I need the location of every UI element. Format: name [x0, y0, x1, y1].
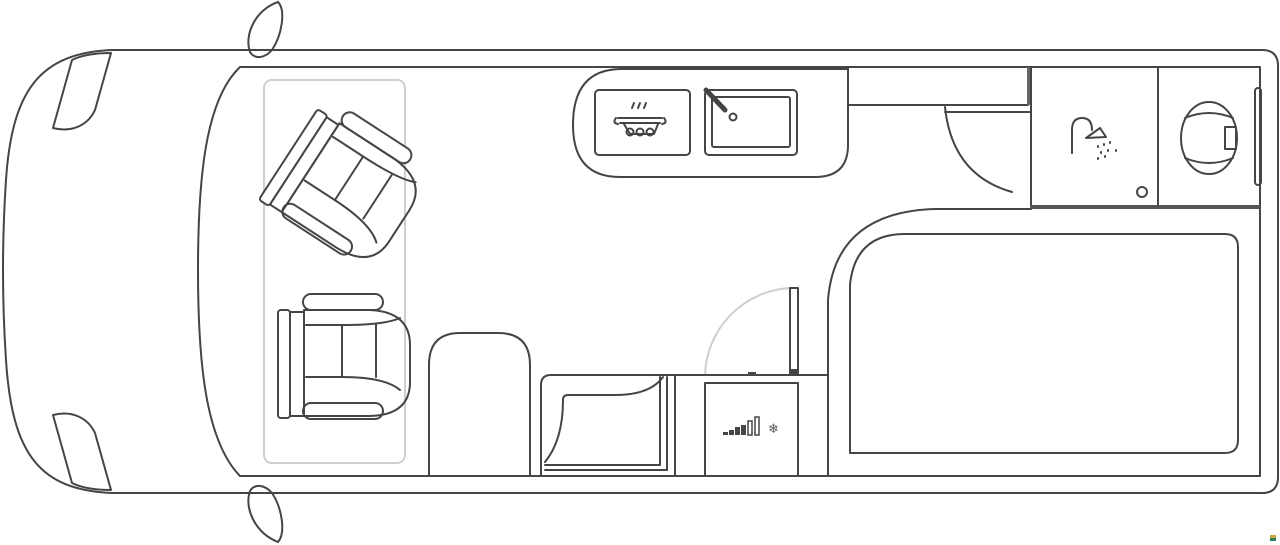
corner-marker: [1270, 535, 1276, 538]
sink-icon[interactable]: [703, 87, 798, 156]
shower-icon[interactable]: [1071, 117, 1117, 160]
toilet-icon[interactable]: [1180, 101, 1238, 175]
storage-cabinet[interactable]: [428, 332, 531, 477]
mirror-top-icon: [247, 0, 284, 58]
headlight-top-icon: [52, 52, 112, 131]
fridge-level-icon: [723, 416, 760, 436]
van-body-outer: [2, 49, 1279, 494]
shower-drain-icon: [1136, 186, 1148, 198]
snowflake-icon: ❄: [768, 422, 779, 437]
fridge-door[interactable]: [789, 287, 799, 376]
stove-icon[interactable]: [594, 89, 691, 156]
door-swing-arc-icon: [944, 106, 1013, 193]
seat-driver-icon[interactable]: [277, 293, 411, 420]
van-body-inner: [197, 66, 1261, 477]
headlight-bottom-icon: [52, 412, 112, 491]
fridge-door-arc-icon: [704, 287, 791, 376]
bench-seat[interactable]: [540, 374, 676, 477]
bed-frame: [827, 208, 1032, 477]
fridge[interactable]: [704, 382, 799, 477]
rear-window: [1254, 87, 1262, 186]
wardrobe[interactable]: [847, 66, 1029, 106]
kitchen-counter[interactable]: [572, 66, 849, 178]
cab-seats-selection-frame[interactable]: [263, 79, 406, 464]
mirror-bottom-icon: [247, 485, 284, 544]
bed-mattress[interactable]: [849, 233, 1239, 454]
seat-passenger-icon[interactable]: [258, 96, 437, 273]
door-frame: [1027, 67, 1030, 105]
